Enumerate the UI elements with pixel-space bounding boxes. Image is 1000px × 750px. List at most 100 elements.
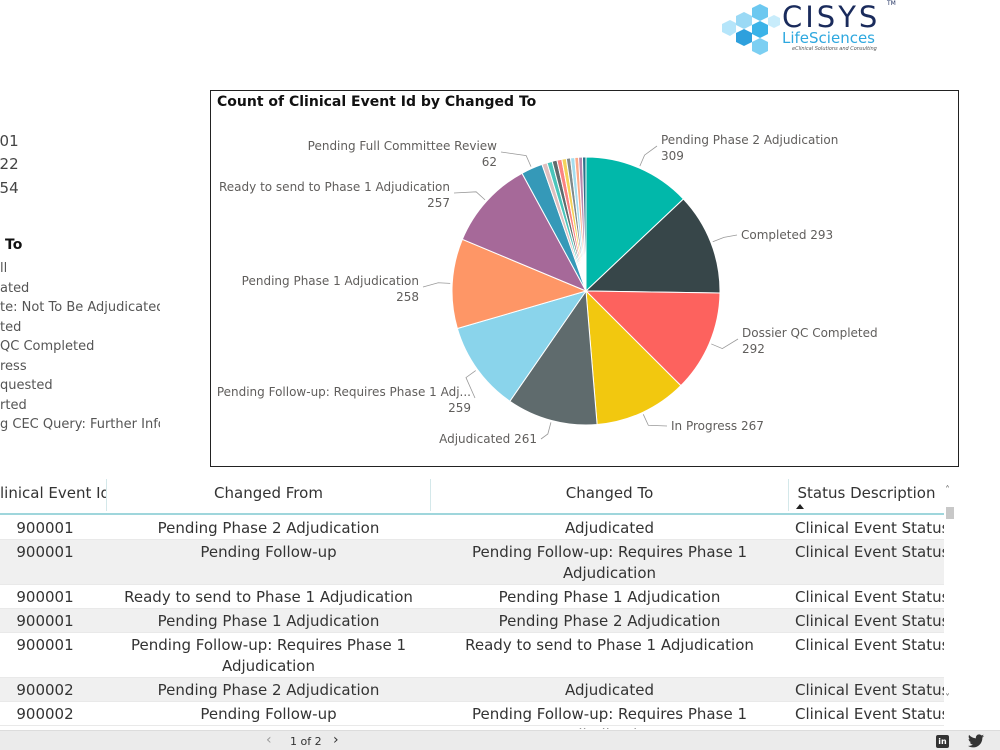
cell-event-id: 900001 <box>16 588 74 606</box>
cell-status-description: Clinical Event Status <box>795 519 944 537</box>
slicer-item[interactable]: QC Completed <box>0 339 95 354</box>
cell-status-description: Clinical Event Status <box>795 705 944 723</box>
leader-line <box>540 422 552 440</box>
cell-event-id: 900001 <box>16 519 74 537</box>
cell-event-id: 900002 <box>16 705 74 723</box>
slicer-item[interactable]: ll <box>0 261 8 276</box>
cell-status-description: Clinical Event Status <box>795 636 944 654</box>
table-row[interactable]: 900001 Pending Follow-up Pending Follow-up… <box>0 540 944 585</box>
pie-slice[interactable] <box>584 290 721 387</box>
cell-changed-from: Pending Phase 2 Adjudication <box>157 519 380 537</box>
next-page-icon[interactable]: › <box>333 732 339 748</box>
sort-ascending-icon[interactable] <box>796 504 804 509</box>
cell-changed-to: Pending Follow-up: Requires Phase 1 Adju… <box>472 543 747 582</box>
linkedin-icon[interactable]: in <box>936 735 949 748</box>
leader-line <box>712 234 738 243</box>
pie-slice[interactable] <box>584 198 721 294</box>
slicer-item[interactable]: 354 <box>0 178 19 197</box>
leader-line <box>639 145 658 167</box>
scroll-down-icon[interactable]: ˅ <box>945 693 950 704</box>
column-header-changed-from[interactable]: Changed From <box>214 484 323 502</box>
cell-changed-from: Pending Follow-up <box>200 543 337 561</box>
leader-line <box>422 282 451 288</box>
slice-category-label: Pending Phase 1 Adjudication <box>242 274 419 288</box>
hexagon-cubes-icon <box>722 4 780 55</box>
column-header-changed-to[interactable]: Changed To <box>565 484 654 502</box>
slicer-item[interactable]: ress <box>0 358 27 374</box>
slice-category-label: Dossier QC Completed <box>742 326 878 340</box>
slicer-item[interactable]: te: Not To Be Adjudicated <box>0 300 160 315</box>
clinical-event-slicer: ll 101 222 354 <box>0 108 40 202</box>
leader-line <box>500 151 532 167</box>
pie-slice[interactable] <box>585 289 682 426</box>
pie-slice[interactable] <box>461 172 588 293</box>
previous-page-icon[interactable]: ‹ <box>266 732 272 748</box>
cell-status-description: Clinical Event Status <box>795 612 944 630</box>
cell-changed-from: Pending Follow-up <box>200 705 337 723</box>
cell-changed-from: Pending Phase 2 Adjudication <box>157 681 380 699</box>
slicer-item[interactable]: 222 <box>0 155 19 173</box>
leader-line <box>465 370 476 399</box>
cell-event-id: 900001 <box>16 543 74 561</box>
cell-event-id: 900001 <box>16 636 74 654</box>
cell-status-description: Clinical Event Status <box>795 588 944 606</box>
slice-data-label: Adjudicated 261 <box>439 432 537 446</box>
column-header-event-id[interactable]: linical Event Id <box>0 484 106 502</box>
slice-category-label: Ready to send to Phase 1 Adjudication <box>219 180 450 194</box>
twitter-icon[interactable] <box>968 734 984 748</box>
slicer-item[interactable]: g CEC Query: Further Info... <box>0 417 160 432</box>
slice-data-label: Completed 293 <box>741 228 833 242</box>
slice-category-label: Pending Full Committee Review <box>308 139 498 153</box>
pie-slice[interactable] <box>585 156 685 293</box>
column-divider <box>788 479 789 511</box>
logo-name: CISYS <box>782 0 881 34</box>
slice-value-label: 292 <box>742 342 765 356</box>
cell-changed-to: Pending Phase 1 Adjudication <box>498 588 721 606</box>
slicer-item[interactable]: ll <box>0 108 40 132</box>
pie-slice[interactable] <box>456 290 588 402</box>
slicer-item[interactable]: ted <box>0 319 22 335</box>
report-footer: ‹ 1 of 2 › in <box>0 730 1000 750</box>
cisys-logo: CISYS TM LifeSciences eClinical Solution… <box>722 0 902 56</box>
slice-value-label: 259 <box>448 401 471 415</box>
cell-changed-from: Ready to send to Phase 1 Adjudication <box>124 588 413 606</box>
cell-status-description: Clinical Event Status <box>795 543 944 561</box>
cell-changed-to: Pending Phase 2 Adjudication <box>498 612 721 630</box>
logo-tagline: eClinical Solutions and Consulting <box>792 46 877 52</box>
logo-subtitle: LifeSciences <box>782 29 875 47</box>
slice-value-label: 62 <box>482 155 497 169</box>
slice-value-label: 309 <box>661 149 684 163</box>
cell-status-description: Clinical Event Status <box>795 681 944 699</box>
slice-value-label: 257 <box>427 196 450 210</box>
pie-chart: Pending Phase 2 Adjudication309Completed… <box>217 133 878 446</box>
leader-line <box>642 414 668 427</box>
slicer-item[interactable]: rted <box>0 397 27 413</box>
pie-slice[interactable] <box>581 156 587 292</box>
table-scrollbar[interactable]: ˄ ˅ <box>944 479 956 729</box>
changed-to-slicer: ll ated te: Not To Be Adjudicated ted QC… <box>0 261 160 437</box>
pie-chart-visual[interactable]: Count of Clinical Event Id by Changed To… <box>210 90 959 467</box>
pie-slice[interactable] <box>451 238 588 330</box>
table-row[interactable]: 900001 Ready to send to Phase 1 Adjudicat… <box>0 585 944 609</box>
column-header-status-description[interactable]: Status Description <box>797 484 936 502</box>
slicer-item[interactable]: quested <box>0 378 53 393</box>
leader-line <box>453 191 486 201</box>
chart-title: Count of Clinical Event Id by Changed To <box>217 94 537 110</box>
scroll-thumb[interactable] <box>946 507 954 519</box>
slicer-item[interactable]: ated <box>0 280 30 296</box>
column-divider <box>106 479 107 511</box>
scroll-up-icon[interactable]: ˄ <box>945 485 950 496</box>
pie-slice[interactable] <box>509 289 598 426</box>
slicer-item[interactable]: 101 <box>0 131 19 150</box>
slice-data-label: In Progress 267 <box>671 419 764 433</box>
page-indicator: 1 of 2 <box>290 735 322 748</box>
leader-line <box>711 338 739 350</box>
table-header: linical Event Id Changed From Changed To… <box>0 479 944 515</box>
column-divider <box>430 479 431 511</box>
